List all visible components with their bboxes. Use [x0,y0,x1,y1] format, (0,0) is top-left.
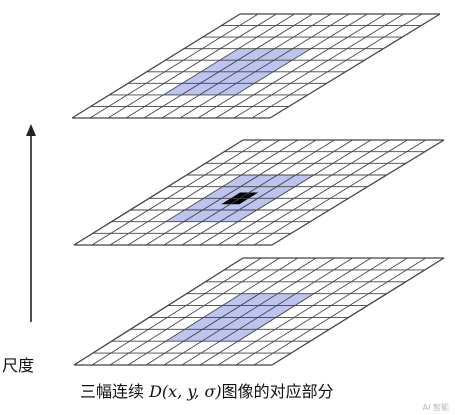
caption-math: D(x, y, σ) [149,382,222,401]
grid-line [251,13,423,119]
grid-line [233,13,404,119]
grid-line [163,139,335,246]
grid-line [215,13,386,119]
grid-line [107,13,277,119]
grid-line [181,139,353,246]
grid-line [145,139,317,246]
grid-layer-top [71,13,441,119]
grid-line [199,139,372,246]
grid-line [179,13,350,119]
grid-layers [71,13,445,366]
grid-line [127,139,299,246]
grid-line [109,139,280,246]
grid-line [71,13,241,119]
grid-layer-bottom [73,257,445,366]
grid-line [73,139,244,246]
grid-line [235,139,408,246]
grid-line [181,257,353,366]
grid-line [91,139,262,246]
grid-line [91,257,262,366]
caption-prefix: 三幅连续 [80,382,150,401]
figure-caption: 三幅连续 D(x, y, σ)图像的对应部分 [80,378,334,402]
grid-layer-middle [73,139,445,246]
grid-line [73,257,244,366]
grid-line [125,13,295,119]
grid-line [271,257,445,366]
grid-line [235,257,408,366]
grid-line [253,257,426,366]
grid-line [217,257,390,366]
watermark: AI 智能 [422,403,449,412]
grid-line [127,257,299,366]
grid-line [163,257,335,366]
grid-line [269,13,441,119]
grid-line [89,13,259,119]
grid-line [161,13,332,119]
caption-suffix: 图像的对应部分 [221,382,334,401]
scale-axis-label: 尺度 [2,356,35,375]
grid-line [145,257,317,366]
grid-line [109,257,280,366]
grid-line [197,13,368,119]
grid-line [271,139,445,246]
grid-line [253,139,426,246]
scale-arrow-head [26,124,36,136]
grid-line [199,257,372,366]
grid-line [217,139,390,246]
grid-line [143,13,313,119]
